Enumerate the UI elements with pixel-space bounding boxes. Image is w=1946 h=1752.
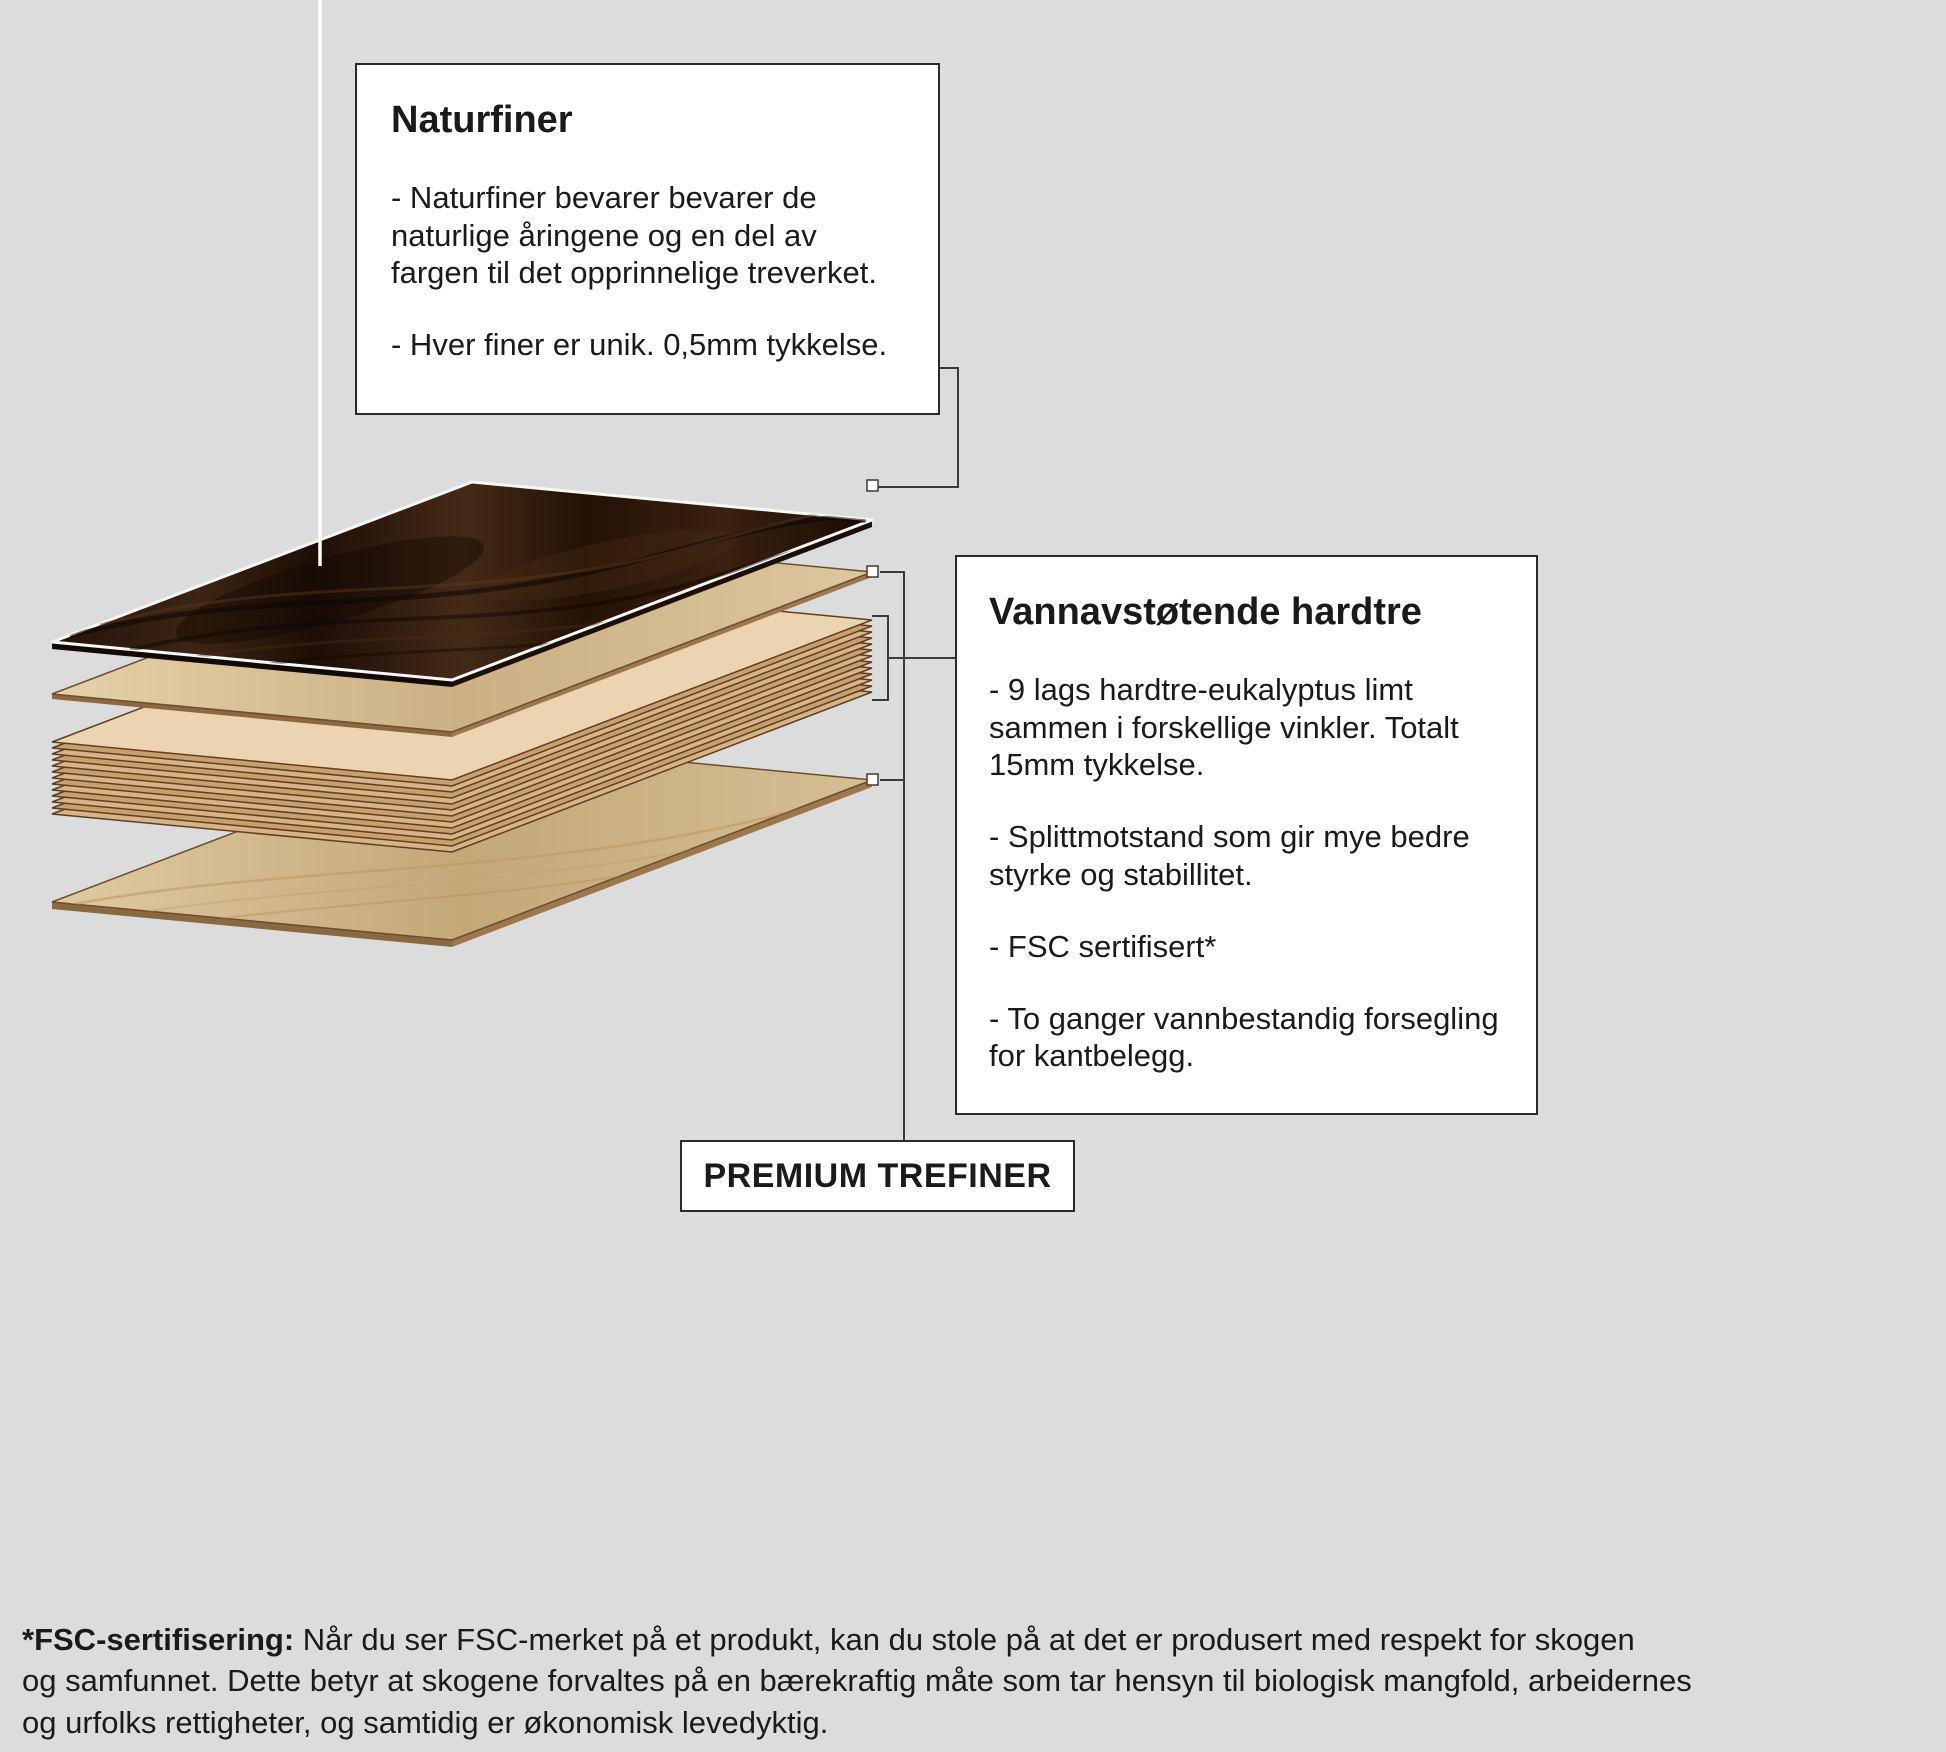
hardtre-paragraph-1: - 9 lags hardtre-eukalyptus limt sammen … <box>989 671 1459 783</box>
hardtre-paragraph-4: - To ganger vannbestandig forsegling for… <box>989 1000 1499 1074</box>
hardtre-paragraph-2: - Splittmotstand som gir mye bedre styrk… <box>989 819 1470 892</box>
hardtre-paragraph-3: - FSC sertifisert* <box>989 928 1217 964</box>
fsc-footnote-text: Når du ser FSC-merket på et produkt, kan… <box>22 1622 1692 1740</box>
hardtre-title: Vannavstøtende hardtre <box>989 591 1422 633</box>
fsc-footnote: *FSC-sertifisering: Når du ser FSC-merke… <box>22 1578 1932 1743</box>
naturfiner-callout: Naturfiner - Naturfiner bevarer bevarer … <box>355 63 940 415</box>
marker-square-dark-layer <box>866 479 879 492</box>
naturfiner-title: Naturfiner <box>391 99 573 141</box>
marker-square-upper-veneer <box>866 565 879 578</box>
leader-line-naturfiner <box>878 367 959 488</box>
premium-trefiner-label: PREMIUM TREFINER <box>703 1156 1052 1195</box>
hardtre-callout: Vannavstøtende hardtre - 9 lags hardtre-… <box>955 555 1538 1115</box>
premium-trefiner-label-box: PREMIUM TREFINER <box>680 1140 1075 1212</box>
naturfiner-paragraph-1: - Naturfiner bevarer bevarer de naturlig… <box>391 179 877 291</box>
bracket-core-stack <box>872 615 955 701</box>
fsc-footnote-lead: *FSC-sertifisering: <box>22 1622 295 1658</box>
marker-square-bottom-veneer <box>866 773 879 786</box>
naturfiner-paragraph-2: - Hver finer er unik. 0,5mm tykkelse. <box>391 327 888 363</box>
leader-line-premium <box>880 571 905 1140</box>
